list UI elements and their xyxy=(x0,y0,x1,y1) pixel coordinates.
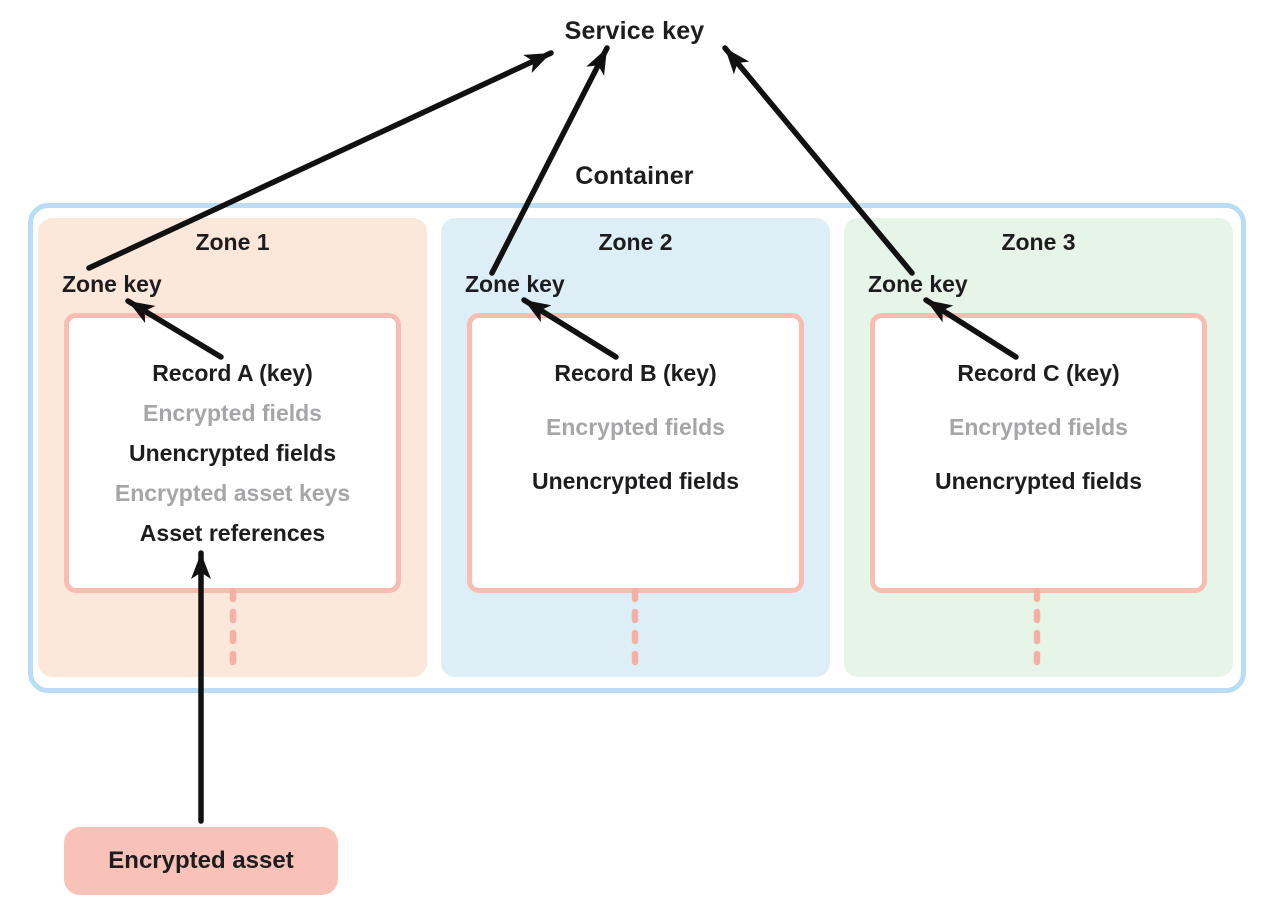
zone-2-title: Zone 2 xyxy=(598,229,673,255)
zone-1: Zone 1 Zone key Record A (key) Encrypted… xyxy=(38,218,427,677)
zone-2: Zone 2 Zone key Record B (key) Encrypted… xyxy=(441,218,830,677)
record-c-unencrypted-fields: Unencrypted fields xyxy=(934,468,1143,494)
record-a-encrypted-asset-keys: Encrypted asset keys xyxy=(114,480,351,506)
record-c-box: Record C (key) Encrypted fields Unencryp… xyxy=(870,313,1207,593)
zone-3-zone-key-label: Zone key xyxy=(868,271,968,297)
record-a-encrypted-fields: Encrypted fields xyxy=(143,400,322,426)
zone-2-zone-key-label: Zone key xyxy=(465,271,565,297)
record-b-encrypted-fields: Encrypted fields xyxy=(546,414,725,440)
encrypted-asset-box: Encrypted asset xyxy=(64,827,338,895)
record-c-encrypted-fields: Encrypted fields xyxy=(949,414,1128,440)
record-a-title: Record A (key) xyxy=(152,360,313,386)
record-b-title: Record B (key) xyxy=(554,360,717,386)
zone-1-title: Zone 1 xyxy=(195,229,270,255)
zone-3-title: Zone 3 xyxy=(1001,229,1076,255)
encrypted-asset-label: Encrypted asset xyxy=(108,847,294,874)
zone-1-zone-key-label: Zone key xyxy=(62,271,162,297)
container-label: Container xyxy=(575,162,694,190)
record-c-title: Record C (key) xyxy=(957,360,1120,386)
record-b-unencrypted-fields: Unencrypted fields xyxy=(531,468,740,494)
record-a-box: Record A (key) Encrypted fields Unencryp… xyxy=(64,313,401,593)
service-key-label: Service key xyxy=(564,17,705,45)
record-a-asset-references: Asset references xyxy=(139,520,326,546)
record-a-unencrypted-fields: Unencrypted fields xyxy=(128,440,337,466)
record-b-box: Record B (key) Encrypted fields Unencryp… xyxy=(467,313,804,593)
zone-3: Zone 3 Zone key Record C (key) Encrypted… xyxy=(844,218,1233,677)
